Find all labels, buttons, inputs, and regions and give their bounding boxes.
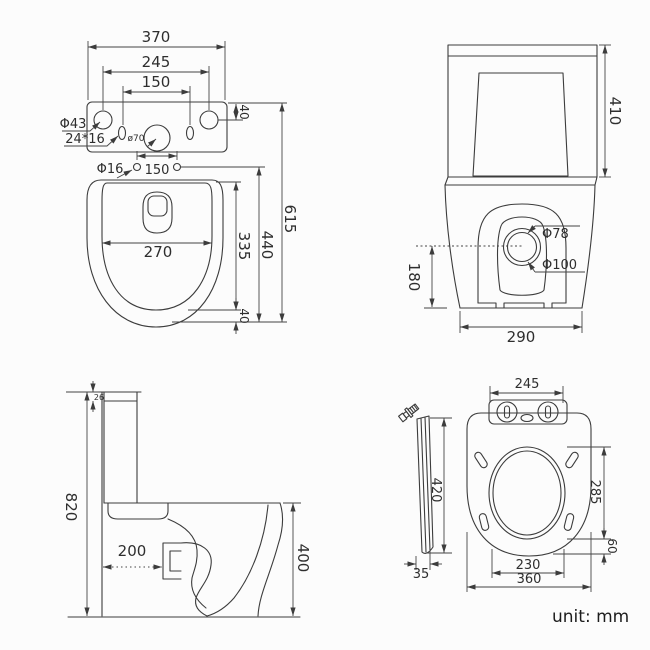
seat-hinge-center-hole xyxy=(520,413,534,423)
dim-seat-thickness: 35 xyxy=(413,567,430,582)
dim-front-tank-height: 410 xyxy=(606,97,624,126)
dim-plan-bowl-width: 270 xyxy=(144,243,173,261)
seat-hinge-slot-right xyxy=(544,405,552,419)
plan-seat-hole-right xyxy=(172,162,182,172)
dim-front-base-width: 290 xyxy=(507,328,536,346)
front-outlet-inner xyxy=(506,231,538,263)
dim-plan-offset-top: 40 xyxy=(237,104,251,119)
dim-front-outlet-height: 180 xyxy=(405,263,423,292)
label-plan-left-hole-dia: Φ43 xyxy=(60,117,87,132)
side-outlet-step xyxy=(162,542,182,580)
side-bowl-interior xyxy=(206,504,269,617)
side-outlines xyxy=(67,391,301,618)
label-plan-seat-hole-dia: Φ16 xyxy=(97,162,124,177)
plan-right-hole xyxy=(199,110,219,130)
side-front-profile xyxy=(257,502,283,617)
dim-plan-hole-span: 245 xyxy=(142,53,171,71)
dim-side-setout: 200 xyxy=(118,542,147,560)
seat-hinge-left xyxy=(496,401,518,423)
side-trap-back xyxy=(167,518,207,609)
dim-seat-front-gap: 60 xyxy=(605,538,619,553)
dim-plan-depth-440: 440 xyxy=(258,231,276,260)
dim-seat-overall-width: 360 xyxy=(517,572,542,587)
dim-side-total-height: 820 xyxy=(62,493,80,522)
front-tank-base-joint xyxy=(444,176,598,186)
label-front-outlet-outer-dia: Φ100 xyxy=(542,258,577,273)
seat-hinge-plate xyxy=(488,399,568,425)
dim-plan-depth-615: 615 xyxy=(281,205,299,234)
seat-side-outlines xyxy=(398,403,434,554)
dim-plan-slot-span: 150 xyxy=(142,73,171,91)
plan-view: 370 245 150 Φ43 24*16 ø70 40 Φ16 150 270… xyxy=(60,28,299,334)
dim-plan-overall-width: 370 xyxy=(142,28,171,46)
seat-views: 420 35 245 285 60 230 360 xyxy=(398,377,619,592)
plan-slot-right xyxy=(185,125,195,141)
unit-label: unit: mm xyxy=(552,607,629,627)
seat-opening-outer xyxy=(488,446,566,540)
seat-bumper-slots xyxy=(474,451,579,531)
plan-bowl-outer xyxy=(86,179,224,328)
plan-bowl-rim xyxy=(101,182,213,311)
dim-plan-seat-hole-span: 150 xyxy=(145,163,170,178)
front-base-left-side xyxy=(444,184,461,309)
seat-dimension-lines xyxy=(404,386,611,592)
dim-side-lid-thickness: 26 xyxy=(94,393,104,402)
front-pedestal-arch xyxy=(477,203,567,304)
seat-hinge-right xyxy=(537,401,559,423)
seat-hinge-slot-left xyxy=(503,405,511,419)
seat-hinge-bolt xyxy=(398,403,420,423)
front-view: 410 180 290 Φ78 Φ100 xyxy=(405,44,624,346)
front-outlet-outer xyxy=(502,227,542,267)
plan-outlines xyxy=(86,101,228,328)
plan-tank-outline xyxy=(86,101,228,153)
plan-seat-hole-left xyxy=(132,162,142,172)
plan-center-hole xyxy=(143,124,171,152)
plan-water-spot xyxy=(142,191,173,234)
side-trap-seal xyxy=(180,542,212,617)
dim-plan-offset-front: 40 xyxy=(237,308,251,323)
side-rear-ledge xyxy=(107,502,169,520)
side-dimension-lines xyxy=(66,381,301,616)
front-tank-outline xyxy=(447,44,598,178)
front-pedestal-feet xyxy=(477,302,567,309)
plan-dimension-lines xyxy=(62,41,287,334)
dim-seat-inner-width: 230 xyxy=(516,558,541,573)
front-base-right-side xyxy=(581,184,596,309)
side-view: 26 820 200 400 xyxy=(62,381,312,618)
plan-water-spot-inner xyxy=(147,195,168,217)
dim-seat-opening-length: 285 xyxy=(587,480,602,505)
dim-side-bowl-height: 400 xyxy=(294,544,312,573)
label-plan-mid-hole-dia: ø70 xyxy=(128,134,145,144)
dim-seat-hinge-span: 245 xyxy=(515,377,540,392)
plan-slot-left xyxy=(117,125,127,141)
label-front-outlet-inner-dia: Φ78 xyxy=(542,227,569,242)
seat-top-outlines xyxy=(466,399,592,557)
plan-left-hole xyxy=(93,110,113,130)
dim-seat-length: 420 xyxy=(428,478,443,503)
front-flush-panel xyxy=(472,72,569,177)
seat-top-outline xyxy=(466,412,592,557)
seat-opening-inner xyxy=(492,450,562,536)
seat-side-profile xyxy=(416,415,434,554)
dim-plan-depth-335: 335 xyxy=(235,232,253,261)
label-plan-slot-size: 24*16 xyxy=(65,132,105,147)
front-outlines xyxy=(444,44,598,309)
front-dimension-lines xyxy=(416,44,611,333)
